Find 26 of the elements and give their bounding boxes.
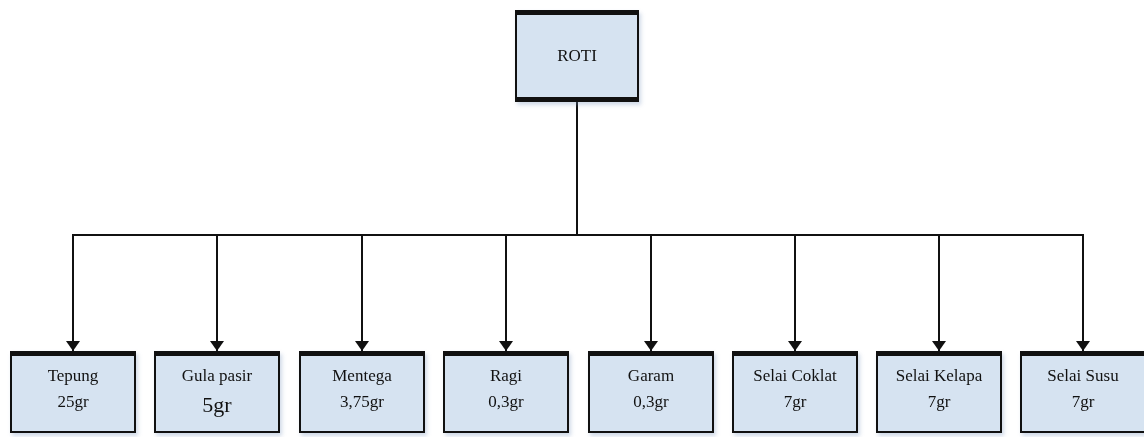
quantity-text: 0,3gr [633,391,669,412]
quantity-text: 0,3gr [488,391,524,412]
node-title: Mentega [332,366,392,386]
quantity-text: 7gr [927,391,951,412]
quantity-text: 7gr [1071,391,1095,412]
ingredient-box [1020,351,1144,433]
ingredient-box [588,351,714,433]
node-title: Selai Kelapa [895,366,983,386]
ingredient-box [443,351,569,433]
node-title: Gula pasir [181,366,253,386]
quantity-text: 3,75gr [340,391,384,412]
node-title: ROTI [557,46,597,66]
product-box [515,10,639,102]
node-title: Selai Coklat [753,366,837,386]
node-title: Tepung [47,366,99,386]
node-title: Ragi [489,366,523,386]
quantity-text: 25gr [57,391,89,412]
ingredient-box [732,351,858,433]
quantity-text: 7gr [783,391,807,412]
ingredient-box [154,351,280,433]
node-title: Garam [627,366,675,386]
ingredient-box [876,351,1002,433]
ingredient-box [10,351,136,433]
quantity-text: 5gr [202,391,232,417]
ingredient-box [299,351,425,433]
node-title: Selai Susu [1047,366,1119,386]
